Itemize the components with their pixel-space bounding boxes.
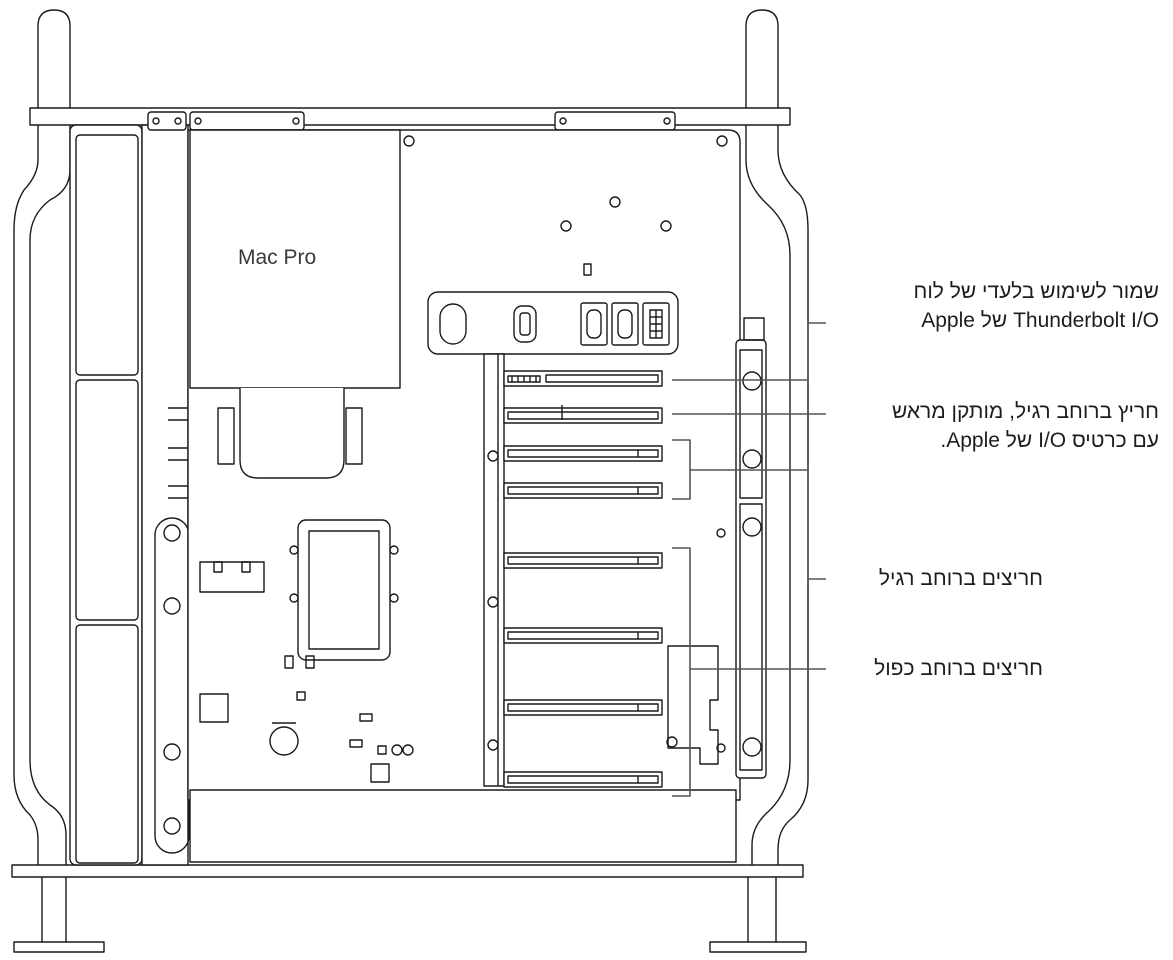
callout-thunderbolt-io: שמור לשימוש בלעדי של לוח Thunderbolt I/O…	[914, 277, 1160, 335]
thunderbolt-port-1	[580, 302, 608, 346]
pcie-slots	[483, 353, 719, 788]
coin-battery	[269, 726, 299, 756]
bracket-standard-slots	[672, 439, 826, 580]
bracket-double-slots	[672, 547, 826, 797]
thunderbolt-io-slot	[503, 370, 663, 387]
mac-pro-label: Mac Pro	[238, 246, 316, 270]
power-supply	[189, 129, 401, 479]
left-leg	[13, 877, 105, 953]
headphone-port	[642, 302, 670, 346]
right-handle-tube	[745, 9, 809, 865]
chassis-bar	[141, 124, 190, 866]
callout-lines	[672, 322, 826, 797]
callout-standard-slot-io-card: חריץ ברוחב רגיל, מותקן מראש עם כרטיס I/O…	[892, 397, 1159, 455]
callout-standard-slot-io-card-line1: חריץ ברוחב רגיל, מותקן מראש	[891, 400, 1159, 423]
callout-standard-slots-line1: חריצים ברוחב רגיל	[878, 567, 1043, 590]
callout-standard-slot-io-card-line2: עם כרטיס I/O של Apple.	[940, 429, 1159, 452]
top-io-panel	[427, 291, 679, 355]
io-card-slot	[503, 407, 663, 424]
fan-2	[75, 379, 139, 621]
callout-thunderbolt-io-line1: שמור לשימוש בלעדי של לוח	[913, 280, 1160, 303]
leader-thunderbolt-io	[672, 322, 826, 381]
fan-bay	[69, 124, 143, 866]
callout-double-slots: חריצים ברוחב כפול	[874, 654, 1043, 683]
cpu-socket	[297, 519, 391, 661]
bottom-drawer	[189, 789, 737, 863]
usb-c-port	[513, 305, 537, 343]
right-leg	[709, 877, 807, 953]
top-tabs	[147, 111, 676, 131]
fan-1	[75, 134, 139, 376]
power-button	[439, 303, 467, 345]
callout-thunderbolt-io-line2: Thunderbolt I/O של Apple	[921, 309, 1159, 332]
fan-3	[75, 624, 139, 864]
top-rail	[29, 107, 791, 126]
thunderbolt-port-2	[611, 302, 639, 346]
left-handle-tube	[13, 9, 71, 865]
product-name: Mac Pro	[238, 246, 317, 269]
bottom-rail	[11, 864, 804, 878]
fan-bay-outline	[69, 124, 143, 866]
callout-standard-slots: חריצים ברוחב רגיל	[879, 564, 1043, 593]
callout-double-slots-line1: חריצים ברוחב כפול	[874, 657, 1043, 680]
